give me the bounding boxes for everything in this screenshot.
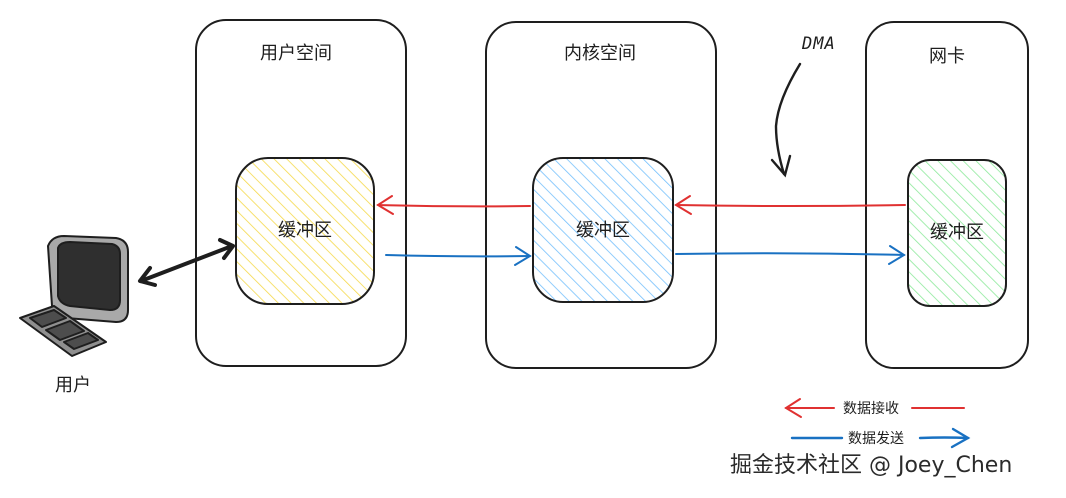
kernel-space-box [485,21,717,369]
user-buffer-double-arrow [138,238,235,287]
kernel-buffer-box [532,157,674,303]
nic-title: 网卡 [929,46,965,67]
watermark: 掘金技术社区 @ Joey_Chen [730,453,1013,478]
dma-arrow [770,62,802,178]
legend-send-label: 数据发送 [848,431,904,447]
user-label: 用户 [55,375,91,396]
user-space-title: 用户空间 [260,43,332,64]
user-space-box [195,19,407,367]
legend-receive-arrow [784,398,965,418]
user-buffer-label: 缓冲区 [278,220,332,241]
nic-buffer-label: 缓冲区 [930,222,984,243]
send-arrow-kernel-to-nic [675,245,906,265]
nic-buffer-box [907,159,1007,307]
receive-arrow-nic-to-kernel [674,195,906,215]
legend-receive-label: 数据接收 [843,401,899,417]
dma-label: DMA [802,34,836,54]
send-arrow-user-to-kernel [385,246,532,266]
computer-icon [19,235,129,357]
receive-arrow-kernel-to-user [376,195,531,215]
user-buffer-box [235,157,375,305]
legend-send-arrow [790,427,971,449]
kernel-space-title: 内核空间 [564,43,636,64]
nic-box [865,21,1029,369]
kernel-buffer-label: 缓冲区 [576,220,630,241]
